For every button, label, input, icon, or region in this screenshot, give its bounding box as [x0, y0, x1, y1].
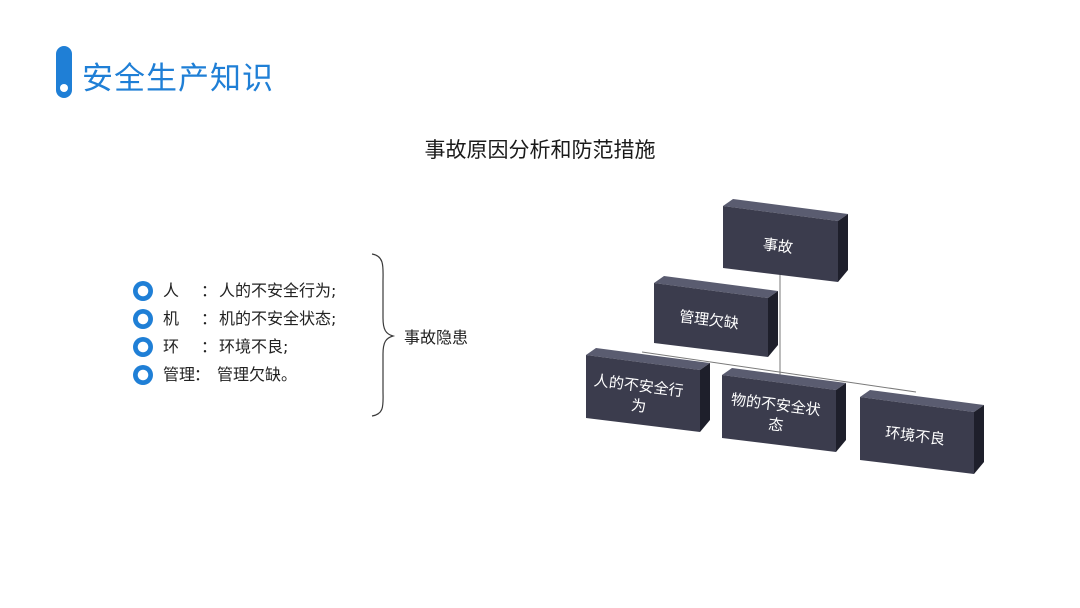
circle-bullet-icon — [133, 365, 153, 385]
tree-node-leaf: 人的不安全行 为 — [586, 348, 710, 432]
cause-value: 管理欠缺。 — [217, 365, 298, 384]
cause-colon: ： — [201, 281, 218, 300]
page-title: 安全生产知识 — [82, 61, 274, 97]
cause-colon: ： — [194, 365, 211, 384]
cause-colon: ： — [201, 337, 218, 356]
tree-node-root: 事故 — [723, 199, 848, 282]
cause-key: 管理 — [163, 365, 196, 384]
cause-key: 环 — [163, 337, 180, 356]
title-accent-dot — [60, 84, 68, 92]
tree-node-leaf-line2: 为 — [630, 396, 647, 416]
brace-label: 事故隐患 — [404, 328, 469, 347]
cause-key: 人 — [163, 281, 180, 300]
tree-node-leaf: 环境不良 — [860, 390, 984, 474]
curly-brace — [371, 253, 396, 417]
tree-node-leaf: 物的不安全状 态 — [722, 368, 846, 452]
cause-colon: ： — [201, 309, 218, 328]
cause-value: 机的不安全状态; — [219, 309, 337, 328]
circle-bullet-icon — [133, 337, 153, 357]
cause-value: 人的不安全行为; — [219, 281, 337, 300]
circle-bullet-icon — [133, 281, 153, 301]
tree-node-leaf-line2: 态 — [767, 415, 784, 435]
tree-node-mid: 管理欠缺 — [654, 276, 778, 357]
tree-node-root-label: 事故 — [762, 235, 794, 257]
slide-subtitle: 事故原因分析和防范措施 — [424, 138, 656, 162]
cause-key: 机 — [163, 309, 180, 328]
circle-bullet-icon — [133, 309, 153, 329]
cause-value: 环境不良; — [219, 337, 289, 356]
